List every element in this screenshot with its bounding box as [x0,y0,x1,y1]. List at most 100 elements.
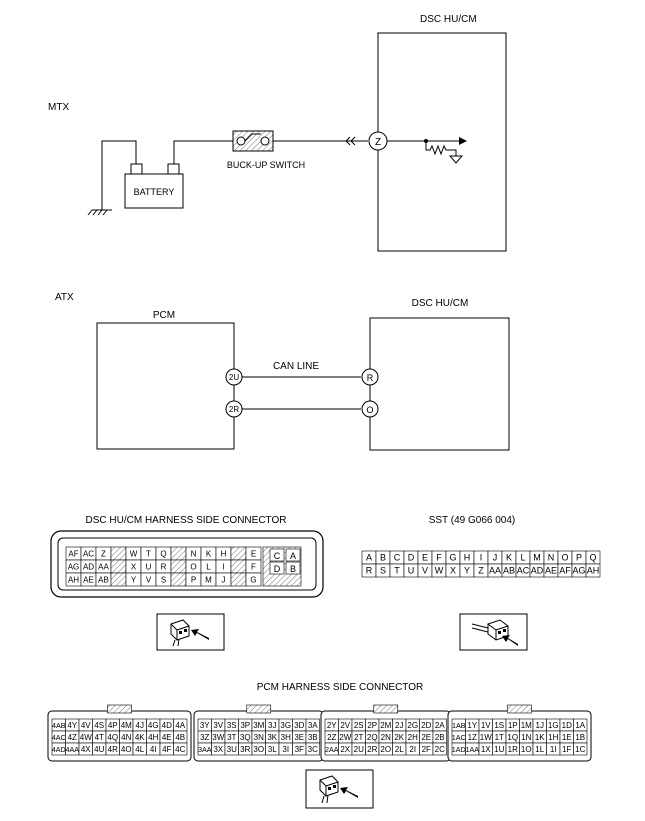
pcm-label: PCM [153,310,175,321]
dsc-pin-cell [110,546,127,561]
dsc-connector-title: DSC HU/CM HARNESS SIDE CONNECTOR [86,515,287,526]
dsc-pin: Z [101,550,106,559]
connector-view-icon [156,613,225,651]
sst-pin: V [422,566,428,576]
pcm-pin: 3W [212,733,224,742]
pcm-pin: 4AA [65,745,79,754]
sst-pin: Y [464,566,470,576]
pcm-pin: 3J [268,721,276,730]
pcm-pin: 4U [94,745,104,754]
sst-pin: I [480,553,483,563]
pcm-pin: 3S [227,721,237,730]
can-line-label: CAN LINE [273,361,319,372]
battery-box [124,173,184,209]
dsc-pin: Y [131,576,137,585]
dsc-pin: X [131,563,137,572]
pcm-pin: 2H [408,733,418,742]
sst-pin: J [493,553,498,563]
pcm-pin: 4C [175,745,185,754]
pcm-pin: 2K [394,733,404,742]
pcm-connector-title: PCM HARNESS SIDE CONNECTOR [257,682,424,693]
pcm-pin: 2W [339,733,351,742]
connector-view-icon [459,613,528,651]
pcm-pin: 4F [162,745,171,754]
pcm-pin: 1B [575,733,585,742]
sst-pin: W [435,566,444,576]
sst-pin: AH [587,566,600,576]
mtx-module-label: DSC HU/CM [420,14,477,25]
pcm-pin: 2D [421,721,431,730]
pcm-pin: 1P [508,721,518,730]
sst-pin: AD [531,566,544,576]
sst-pin: T [394,566,400,576]
pcm-pin-cell [573,742,588,756]
pcm-pin: 3AA [198,745,212,754]
sst-pin: D [408,553,415,563]
pcm-pin: 2C [435,745,445,754]
dsc-large-pin: C [274,551,281,561]
dsc-pin: AB [98,576,109,585]
dsc-pin: M [205,576,212,585]
mtx-label: MTX [48,102,69,113]
battery-terminal-negative [130,163,143,175]
pcm-pin: 2M [380,721,391,730]
pcm-pin: 1F [562,745,571,754]
pcm-pin: 2A [435,721,445,730]
pcm-pin: 2P [367,721,377,730]
dsc-pin: Q [160,550,166,559]
dsc-large-pin-cell [269,561,285,575]
pcm-pin-label: 2R [229,405,239,414]
dsc-pin-cell [245,572,262,587]
pcm-pin: 1I [550,745,557,754]
sst-pin: R [366,566,373,576]
pcm-pin: 3T [227,733,236,742]
pcm-pin: 2AA [325,745,339,754]
atx-section: ATX PCM DSC HU/CM CAN LINE 2U 2R R O [55,292,510,451]
pcm-pin: 2N [381,733,391,742]
backup-switch-label: BUCK-UP SWITCH [227,160,305,170]
sst-pin: M [533,553,541,563]
pcm-pin: 3Z [200,733,209,742]
pcm-pin: 4AD [52,745,66,754]
pcm-pin: 2T [354,733,363,742]
internal-ground-icon [448,155,464,164]
pcm-pin: 3C [308,745,318,754]
pcm-pin: 3P [240,721,250,730]
pcm-pin: 4O [121,745,132,754]
pcm-pin: 3H [281,733,291,742]
dsc-pin: I [222,563,224,572]
ground-icon [87,209,112,216]
module-pin-label: R [367,373,374,383]
pcm-pin: 4Y [67,721,77,730]
dsc-large-pin: D [274,564,281,574]
connector-chevron-icon [345,136,356,146]
sst-pin-cell [585,563,601,578]
sst-pin: Z [478,566,484,576]
pcm-pin-circle [225,400,243,418]
pcm-pin: 3R [240,745,250,754]
pcm-pin: 4V [81,721,91,730]
pcm-block-latch [246,704,272,714]
pcm-pin: 1AD [452,745,466,754]
pcm-pin: 1V [481,721,491,730]
pcm-pin: 2Z [327,733,336,742]
pcm-pin: 4G [148,721,159,730]
connector-view-icon [305,769,374,809]
pcm-pin: 1J [536,721,544,730]
battery-positive-wire [173,140,236,164]
pcm-pin: 4B [175,733,185,742]
dsc-pin: H [221,550,227,559]
pcm-block-latch [507,704,532,714]
dsc-pin: S [161,576,166,585]
pcm-pin: 1O [521,745,532,754]
sst-pin: G [449,553,456,563]
pcm-pin: 4N [121,733,131,742]
mtx-module-box [377,32,507,252]
pcm-pin: 3F [295,745,304,754]
dsc-pin: E [251,550,256,559]
